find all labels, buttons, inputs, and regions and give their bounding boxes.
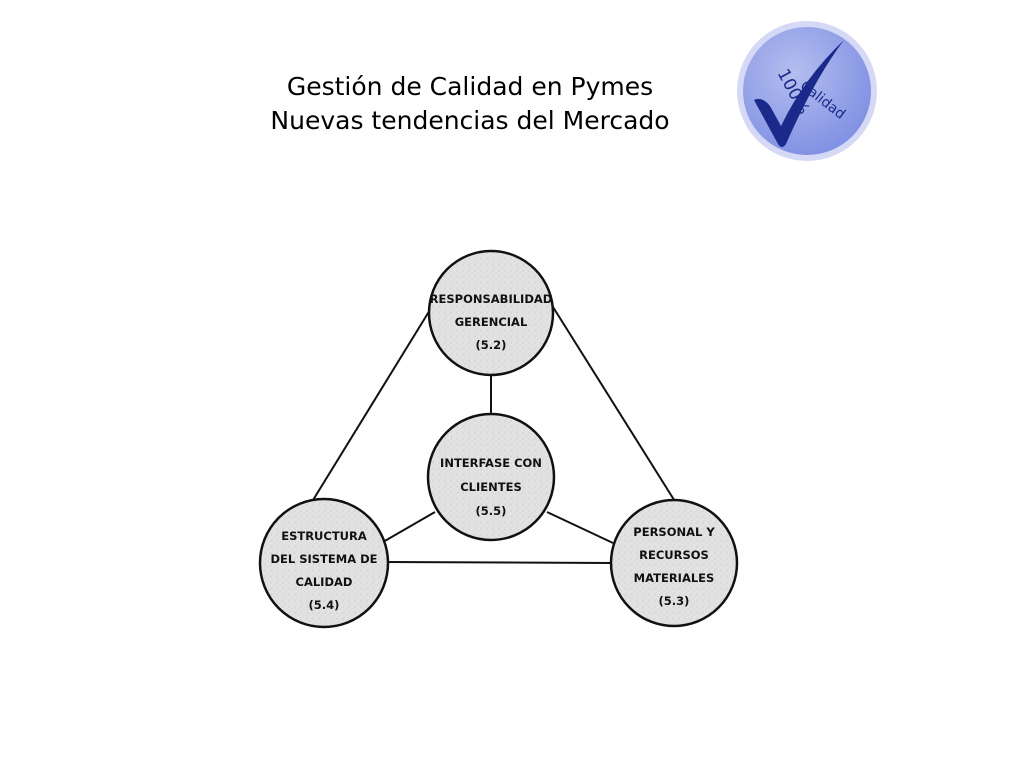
node-center-line-2: CLIENTES — [460, 480, 522, 494]
edge-top-right — [552, 306, 677, 504]
node-center-circle — [426, 412, 556, 542]
edge-center-left — [382, 511, 436, 543]
node-left-line-3: CALIDAD — [296, 575, 353, 589]
quality-badge: 100% Calidad — [737, 21, 877, 161]
title-line-2: Nuevas tendencias del Mercado — [270, 106, 670, 135]
connector-lines — [309, 304, 677, 564]
node-right: PERSONAL Y RECURSOS MATERIALES (5.3) — [609, 498, 739, 628]
node-left-circle — [258, 497, 390, 629]
node-right-circle — [609, 498, 739, 628]
node-right-line-3: MATERIALES — [634, 571, 715, 585]
node-center: INTERFASE CON CLIENTES (5.5) — [426, 412, 556, 542]
edge-center-right — [546, 511, 614, 544]
title-line-1: Gestión de Calidad en Pymes — [286, 72, 654, 101]
node-top-circle — [427, 249, 555, 377]
node-center-line-3: (5.5) — [476, 504, 507, 518]
node-left-line-4: (5.4) — [309, 598, 340, 612]
node-top-line-1: RESPONSABILIDAD — [430, 292, 553, 306]
node-right-line-1: PERSONAL Y — [633, 525, 715, 539]
node-top: RESPONSABILIDAD GERENCIAL (5.2) — [427, 249, 555, 377]
node-left-line-2: DEL SISTEMA DE — [270, 552, 377, 566]
node-right-line-2: RECURSOS — [639, 548, 709, 562]
node-top-line-2: GERENCIAL — [455, 315, 528, 329]
node-left: ESTRUCTURA DEL SISTEMA DE CALIDAD (5.4) — [258, 497, 390, 629]
node-center-line-1: INTERFASE CON — [440, 456, 542, 470]
node-top-line-3: (5.2) — [476, 338, 507, 352]
edge-left-right — [384, 561, 613, 564]
node-right-line-4: (5.3) — [659, 594, 690, 608]
checkmark-icon — [754, 40, 844, 147]
node-left-line-1: ESTRUCTURA — [281, 529, 367, 543]
edge-top-left — [309, 304, 434, 506]
slide-title: Gestión de Calidad en Pymes Nuevas tende… — [150, 70, 790, 138]
